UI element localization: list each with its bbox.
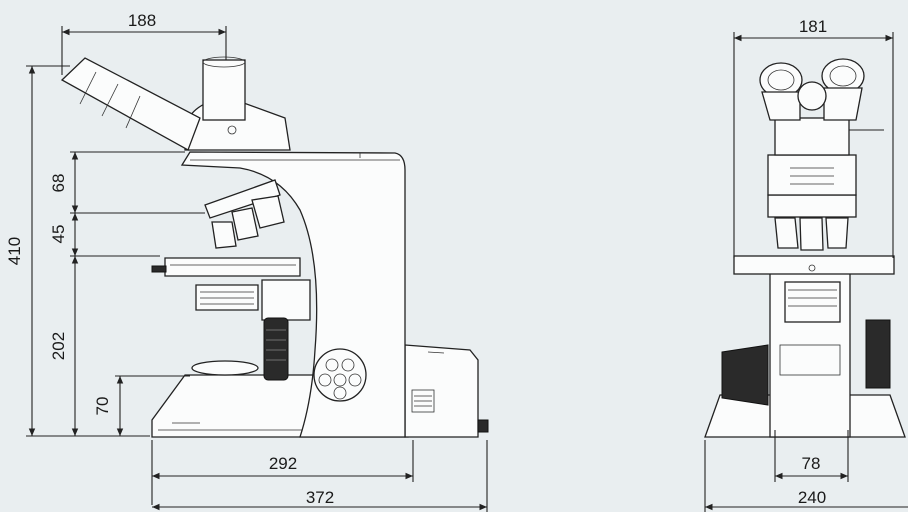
- dim-head-height: 68: [49, 174, 68, 193]
- front-dimensions: 181 78 240: [704, 17, 908, 512]
- side-field-lens: [191, 360, 259, 376]
- dim-stage-height: 202: [49, 332, 68, 360]
- front-focus-knob-right: [865, 319, 891, 389]
- dim-overall-depth: 372: [306, 488, 334, 507]
- side-nosepiece: [204, 179, 281, 219]
- side-condenser: [195, 284, 259, 311]
- dim-column-width: 78: [802, 454, 821, 473]
- front-focus-knob-left: [721, 344, 769, 406]
- dim-base-depth: 292: [269, 454, 297, 473]
- side-dimensions: 188 410 68 45 202 70 292 372: [5, 11, 488, 512]
- dim-base-width: 240: [798, 488, 826, 507]
- dim-base-height: 70: [93, 397, 112, 416]
- front-nosepiece: [767, 194, 857, 218]
- side-focus-knob: [263, 317, 289, 381]
- front-head: [767, 154, 857, 196]
- dim-eyepiece-width: 188: [128, 11, 156, 30]
- side-eyepiece-tube: [60, 57, 201, 151]
- side-rear-housing: [404, 344, 479, 438]
- side-view: [60, 56, 489, 438]
- dim-head-width: 181: [799, 17, 827, 36]
- front-view: [704, 58, 906, 438]
- side-trinocular-port: [202, 59, 246, 121]
- dim-nosepiece-height: 45: [49, 225, 68, 244]
- front-stage: [733, 255, 895, 275]
- dim-total-height: 410: [5, 237, 24, 265]
- front-condenser: [784, 281, 841, 323]
- side-stage: [164, 257, 301, 277]
